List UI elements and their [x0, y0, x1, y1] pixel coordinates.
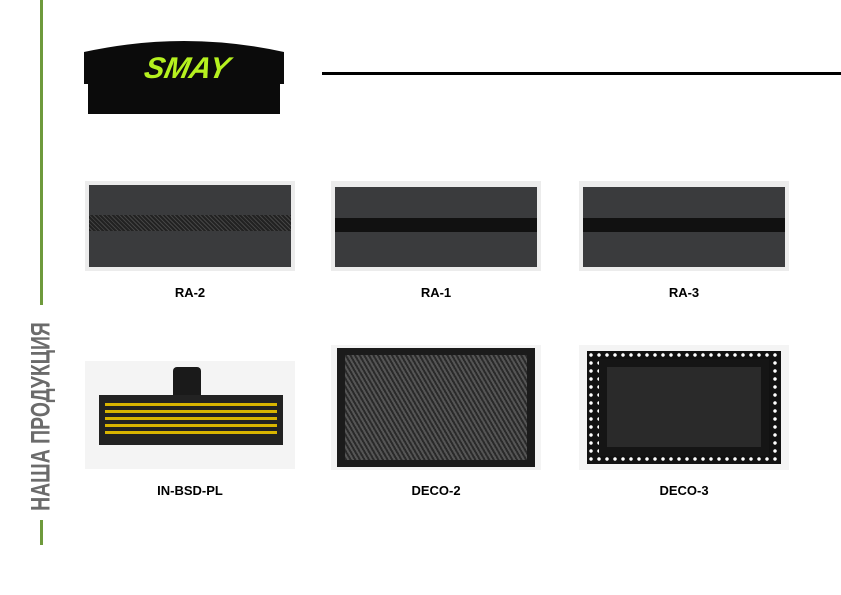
svg-text:SMAY: SMAY — [141, 52, 235, 85]
section-title: НАША ПРОДУКЦИЯ — [25, 321, 56, 511]
product-image-deco-2 — [331, 345, 541, 470]
product-label: RA-2 — [174, 285, 206, 300]
product-label: DECO-2 — [411, 483, 461, 498]
product-image-deco-3 — [579, 345, 789, 470]
smay-logo: SMAY — [84, 41, 284, 114]
product-label: RA-3 — [668, 285, 700, 300]
product-image-ra-2 — [85, 181, 295, 271]
product-label: RA-1 — [420, 285, 452, 300]
header-rule — [322, 72, 841, 75]
product-label: IN-BSD-PL — [157, 483, 223, 498]
accent-line-bottom — [40, 520, 43, 545]
product-label: DECO-3 — [659, 483, 709, 498]
product-image-ra-3 — [579, 181, 789, 271]
product-image-in-bsd-pl — [85, 361, 295, 469]
product-image-ra-1 — [331, 181, 541, 271]
accent-line-top — [40, 0, 43, 305]
